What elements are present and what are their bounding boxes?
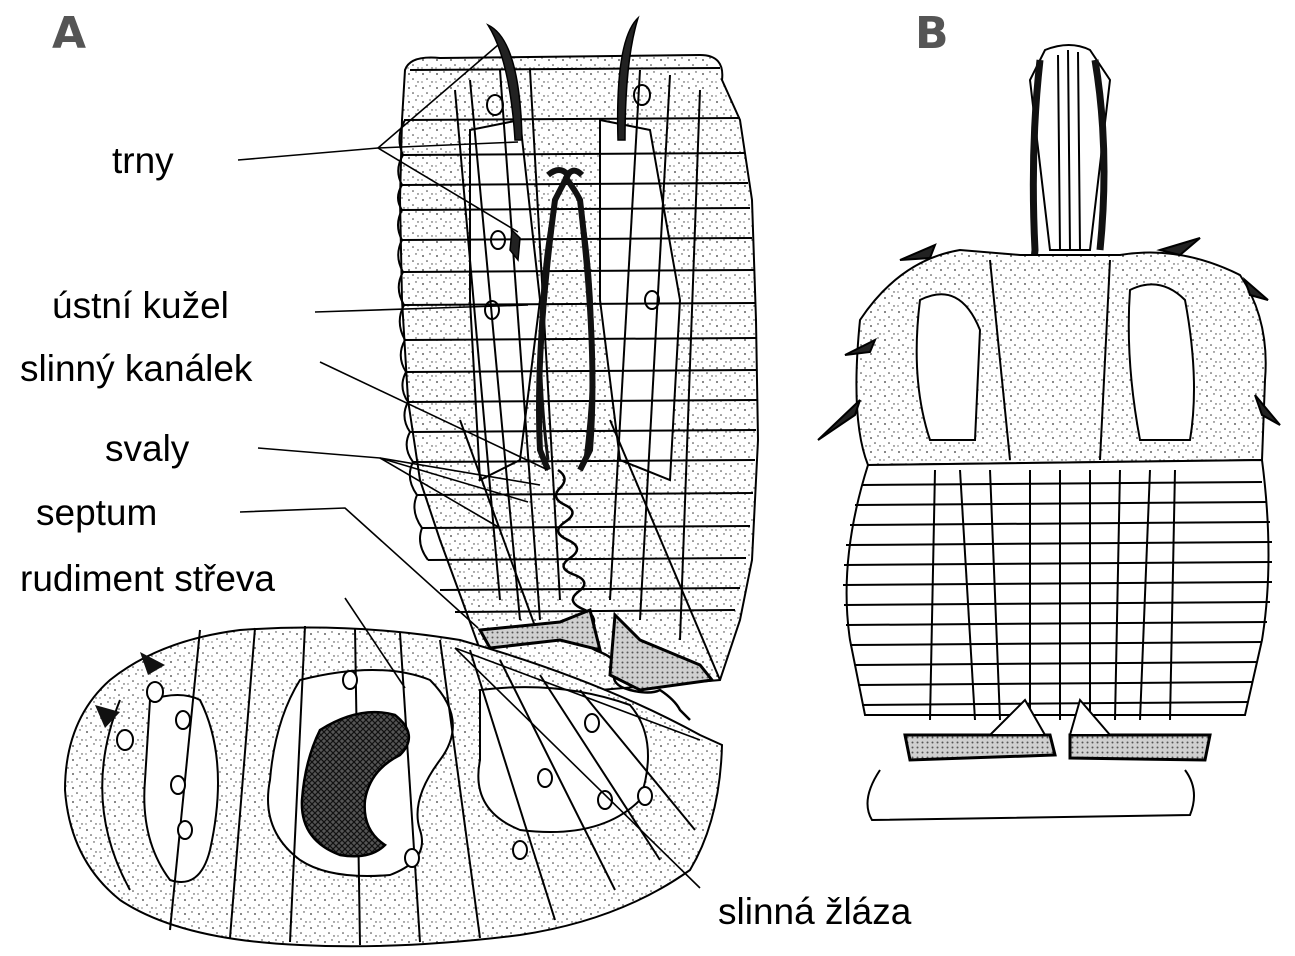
label-septum: septum [36, 494, 157, 531]
label-muscles: svaly [105, 430, 189, 467]
panel-b-body [818, 45, 1280, 820]
panel-letter-a: A [52, 12, 86, 56]
label-salivary-canal: slinný kanálek [20, 350, 252, 387]
label-mouth-cone: ústní kužel [52, 287, 229, 324]
label-gut-rudiment: rudiment střeva [20, 560, 275, 597]
panel-a-body [398, 55, 758, 690]
label-salivary-gland: slinná žláza [718, 893, 911, 930]
label-spines: trny [112, 142, 174, 179]
panel-letter-b: B [915, 12, 949, 56]
